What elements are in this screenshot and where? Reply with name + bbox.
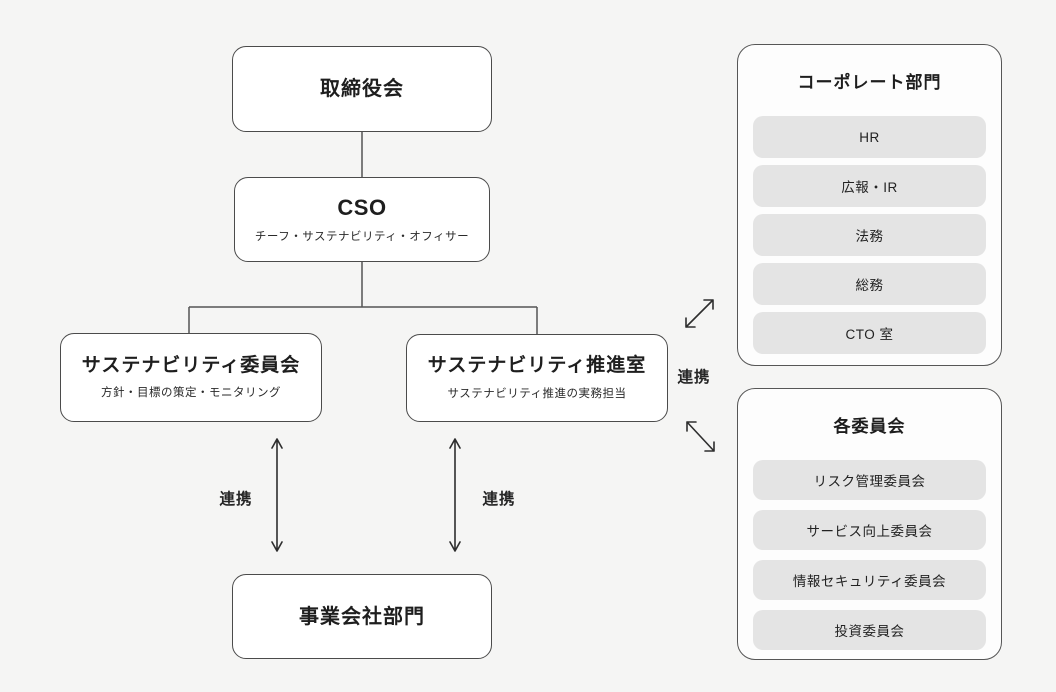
panel-corporate-title: コーポレート部門 [797, 73, 942, 92]
node-sustainability-office-title: サステナビリティ推進室 [427, 355, 647, 377]
node-cso-title: CSO [337, 194, 387, 220]
pill-hr: HR [753, 116, 986, 158]
pill-service-improvement-committee: サービス向上委員会 [753, 510, 986, 550]
edge-label-collab-right: 連携 [482, 491, 516, 508]
pill-risk-management-committee: リスク管理委員会 [753, 460, 986, 500]
collab-arrow-office-business [449, 438, 461, 552]
node-cso: CSO チーフ・サステナビリティ・オフィサー [234, 177, 490, 262]
tree-connector [188, 132, 538, 334]
panel-committees-title: 各委員会 [833, 417, 906, 436]
pill-general-affairs: 総務 [753, 263, 986, 305]
collab-arrow-committee-business [271, 438, 283, 552]
node-board-title: 取締役会 [320, 78, 404, 100]
pill-investment-committee: 投資委員会 [753, 610, 986, 650]
node-business-division-title: 事業会社部門 [299, 605, 425, 628]
node-sustainability-committee-subtitle: 方針・目標の策定・モニタリング [101, 387, 281, 400]
panel-corporate-departments: コーポレート部門 HR 広報・IR 法務 総務 CTO 室 [737, 44, 1002, 366]
node-sustainability-office-subtitle: サステナビリティ推進の実務担当 [447, 387, 627, 400]
node-sustainability-committee: サステナビリティ委員会 方針・目標の策定・モニタリング [60, 333, 322, 422]
pill-cto-office: CTO 室 [753, 312, 986, 354]
pill-legal: 法務 [753, 214, 986, 256]
node-sustainability-office: サステナビリティ推進室 サステナビリティ推進の実務担当 [406, 334, 668, 422]
node-sustainability-committee-title: サステナビリティ委員会 [81, 354, 301, 376]
pill-info-security-committee: 情報セキュリティ委員会 [753, 560, 986, 600]
collab-arrow-office-committees [686, 421, 715, 452]
edge-label-collab-left: 連携 [219, 491, 253, 508]
node-business-division: 事業会社部門 [232, 574, 492, 659]
node-cso-subtitle: チーフ・サステナビリティ・オフィサー [254, 231, 470, 244]
collab-arrow-office-corporate [685, 299, 714, 328]
panel-committees: 各委員会 リスク管理委員会 サービス向上委員会 情報セキュリティ委員会 投資委員… [737, 388, 1002, 660]
node-board-of-directors: 取締役会 [232, 46, 492, 132]
pill-pr-ir: 広報・IR [753, 165, 986, 207]
edge-label-collab-side: 連携 [677, 369, 711, 386]
